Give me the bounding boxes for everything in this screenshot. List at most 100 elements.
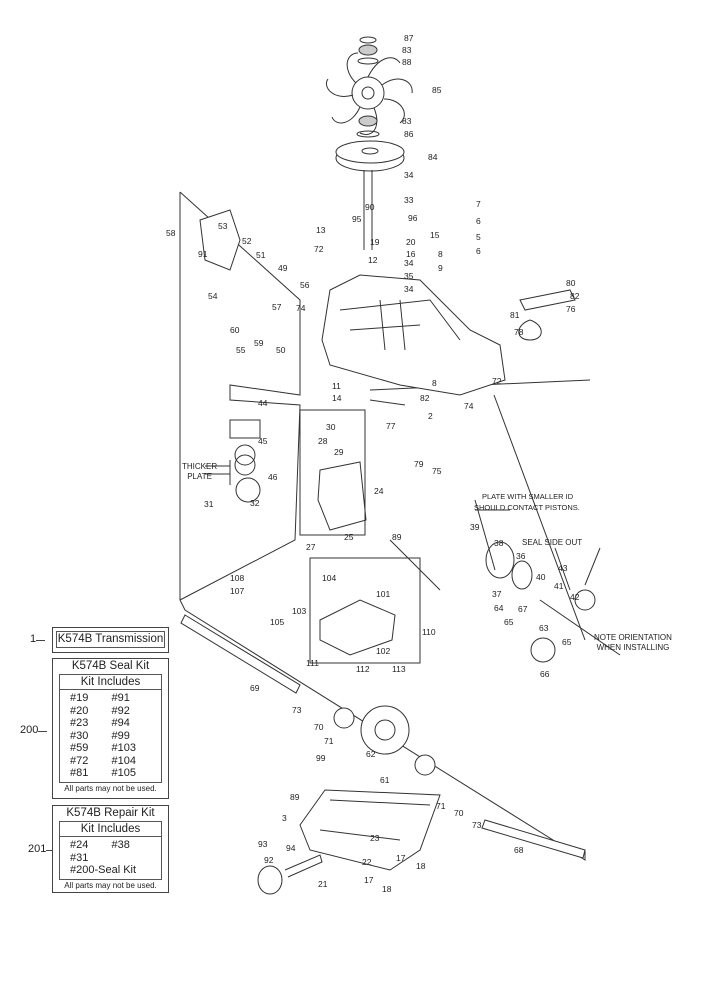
kit-item: #59 bbox=[70, 742, 89, 754]
kit-item bbox=[112, 852, 154, 865]
repair-kit-ref: 201 bbox=[28, 843, 56, 855]
brake-shaft bbox=[284, 854, 323, 878]
callout-83: 83 bbox=[402, 116, 412, 126]
brake-disc bbox=[257, 865, 283, 895]
callout-20: 20 bbox=[406, 237, 416, 247]
callout-44: 44 bbox=[258, 398, 268, 408]
callout-64: 64 bbox=[494, 603, 504, 613]
note-line: PLATE bbox=[187, 472, 212, 481]
kit-item: #19 bbox=[70, 692, 89, 704]
seal-kit-ref: 200 bbox=[20, 724, 48, 736]
kit-item: #24 bbox=[70, 839, 89, 851]
seal-kit-note: All parts may not be used. bbox=[64, 783, 157, 793]
callout-41: 41 bbox=[554, 581, 564, 591]
callout-22: 22 bbox=[362, 857, 372, 867]
center-section-group-frame bbox=[299, 409, 366, 536]
callout-76: 76 bbox=[566, 304, 576, 314]
seal-side-out-note: SEAL SIDE OUT bbox=[522, 538, 583, 547]
callout-92: 92 bbox=[264, 855, 274, 865]
callout-24: 24 bbox=[374, 486, 384, 496]
callout-46: 46 bbox=[268, 472, 278, 482]
callout-83: 83 bbox=[402, 45, 412, 55]
callout-35: 35 bbox=[404, 271, 414, 281]
callout-82: 82 bbox=[570, 291, 580, 301]
thicker-plate-note: THICKER PLATE bbox=[182, 462, 217, 482]
callout-85: 85 bbox=[432, 85, 442, 95]
callout-34: 34 bbox=[404, 284, 414, 294]
gear bbox=[530, 637, 556, 663]
cooling-fan bbox=[326, 52, 413, 135]
control-arm bbox=[199, 209, 241, 271]
callout-57: 57 bbox=[272, 302, 282, 312]
callout-65: 65 bbox=[562, 637, 572, 647]
differential-gear bbox=[333, 707, 355, 729]
callout-33: 33 bbox=[404, 195, 414, 205]
kit-item: #38 bbox=[111, 839, 130, 851]
callout-111: 111 bbox=[306, 658, 319, 668]
callout-101: 101 bbox=[376, 589, 390, 599]
callout-18: 18 bbox=[382, 884, 392, 894]
callout-72: 72 bbox=[314, 244, 324, 254]
nut bbox=[358, 115, 378, 127]
pulley-face bbox=[335, 140, 405, 164]
callout-45: 45 bbox=[258, 436, 268, 446]
callout-3: 3 bbox=[282, 813, 287, 823]
callout-8: 8 bbox=[432, 378, 437, 388]
callout-39: 39 bbox=[470, 522, 480, 532]
upper-housing bbox=[321, 274, 506, 396]
callout-42: 42 bbox=[570, 592, 580, 602]
motor-gear bbox=[574, 589, 596, 611]
repair-kit-includes: Kit Includes #24#38 #31 #200-Seal Kit bbox=[59, 821, 162, 880]
washer bbox=[356, 130, 380, 138]
nut bbox=[358, 44, 378, 56]
callout-60: 60 bbox=[230, 325, 240, 335]
spring bbox=[518, 319, 542, 341]
seal-kit-box: K574B Seal Kit Kit Includes #19#91 #20#9… bbox=[52, 658, 169, 799]
callout-32: 32 bbox=[250, 498, 260, 508]
callout-63: 63 bbox=[539, 623, 549, 633]
kit-item: #104 bbox=[111, 754, 136, 767]
callout-2: 2 bbox=[428, 411, 433, 421]
callout-15: 15 bbox=[430, 230, 440, 240]
callout-7: 7 bbox=[476, 199, 481, 209]
callout-105: 105 bbox=[270, 617, 284, 627]
callout-69: 69 bbox=[250, 683, 260, 693]
callout-9: 9 bbox=[438, 263, 443, 273]
callout-54: 54 bbox=[208, 291, 218, 301]
note-line: NOTE ORIENTATION bbox=[594, 633, 672, 642]
seal-kit-title: K574B Seal Kit bbox=[71, 660, 150, 672]
callout-102: 102 bbox=[376, 646, 390, 656]
input-shaft bbox=[363, 170, 373, 250]
callout-19: 19 bbox=[370, 237, 380, 247]
callout-70: 70 bbox=[454, 808, 464, 818]
kit-item: #81 bbox=[70, 767, 89, 779]
repair-kit-title: K574B Repair Kit bbox=[66, 807, 155, 819]
callout-31: 31 bbox=[204, 499, 214, 509]
transmission-box: K574B Transmission bbox=[52, 627, 169, 653]
callout-18: 18 bbox=[416, 861, 426, 871]
kit-item: #72 bbox=[70, 754, 89, 767]
callout-74: 74 bbox=[464, 401, 474, 411]
callout-17: 17 bbox=[396, 853, 406, 863]
callout-75: 75 bbox=[432, 466, 442, 476]
callout-71: 71 bbox=[324, 736, 334, 746]
callout-104: 104 bbox=[322, 573, 336, 583]
retaining-ring bbox=[359, 36, 377, 44]
kit-item: #103 bbox=[111, 742, 136, 754]
callout-50: 50 bbox=[276, 345, 286, 355]
callout-28: 28 bbox=[318, 436, 328, 446]
callout-8: 8 bbox=[438, 249, 443, 259]
cylinder-block bbox=[485, 541, 515, 579]
callout-37: 37 bbox=[492, 589, 502, 599]
callout-81: 81 bbox=[510, 310, 520, 320]
axle-shaft-right bbox=[481, 819, 586, 859]
callout-78: 78 bbox=[514, 327, 524, 337]
callout-14: 14 bbox=[332, 393, 342, 403]
callout-77: 77 bbox=[386, 421, 396, 431]
pulley-hub bbox=[361, 147, 379, 155]
seal-kit-list: #19#91 #20#92 #23#94 #30#99 #59#103 #72#… bbox=[60, 690, 161, 782]
differential-gear bbox=[414, 754, 436, 776]
callout-58: 58 bbox=[166, 228, 176, 238]
callout-96: 96 bbox=[408, 213, 418, 223]
callout-36: 36 bbox=[516, 551, 526, 561]
